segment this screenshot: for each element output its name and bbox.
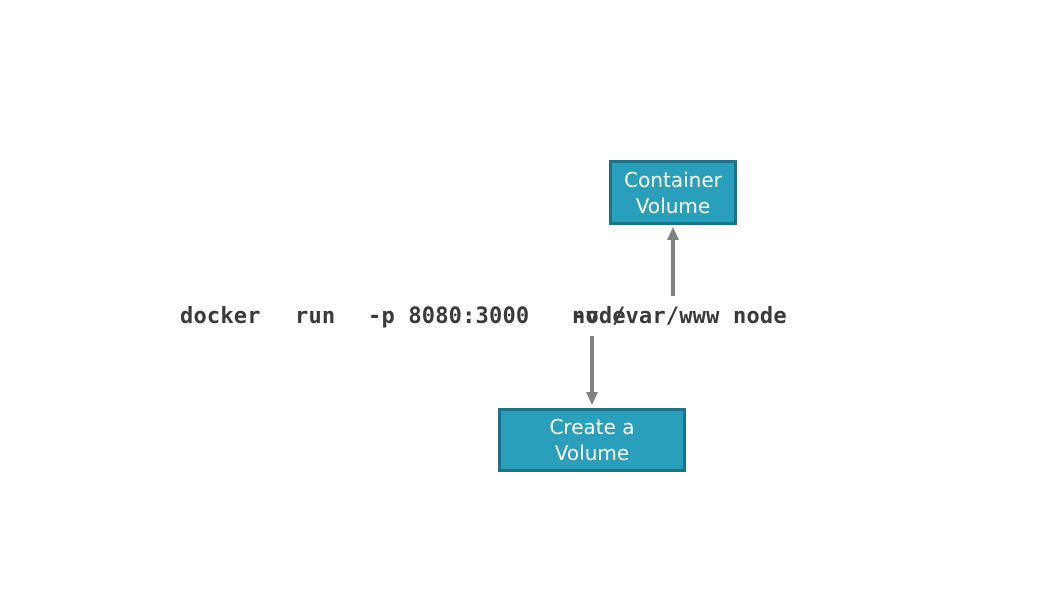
create-volume-label: Create a Volume bbox=[549, 415, 635, 465]
arrow-down-to-create-volume bbox=[586, 336, 598, 405]
command-volume-flag: -v bbox=[572, 304, 599, 329]
command-run: run bbox=[295, 304, 336, 329]
command-path: /var/www node bbox=[612, 304, 787, 329]
command-port-flag: -p 8080:3000 bbox=[368, 304, 530, 329]
create-volume-callout: Create a Volume bbox=[498, 408, 686, 472]
container-volume-callout: Container Volume bbox=[609, 160, 737, 225]
command-docker: docker bbox=[180, 304, 261, 329]
container-volume-label: Container Volume bbox=[624, 167, 722, 218]
docker-command: docker run -p 8080:3000 -v node /var/www… bbox=[180, 302, 787, 332]
command-path-overlap: node bbox=[572, 304, 626, 329]
arrow-up-to-container-volume bbox=[667, 227, 679, 296]
